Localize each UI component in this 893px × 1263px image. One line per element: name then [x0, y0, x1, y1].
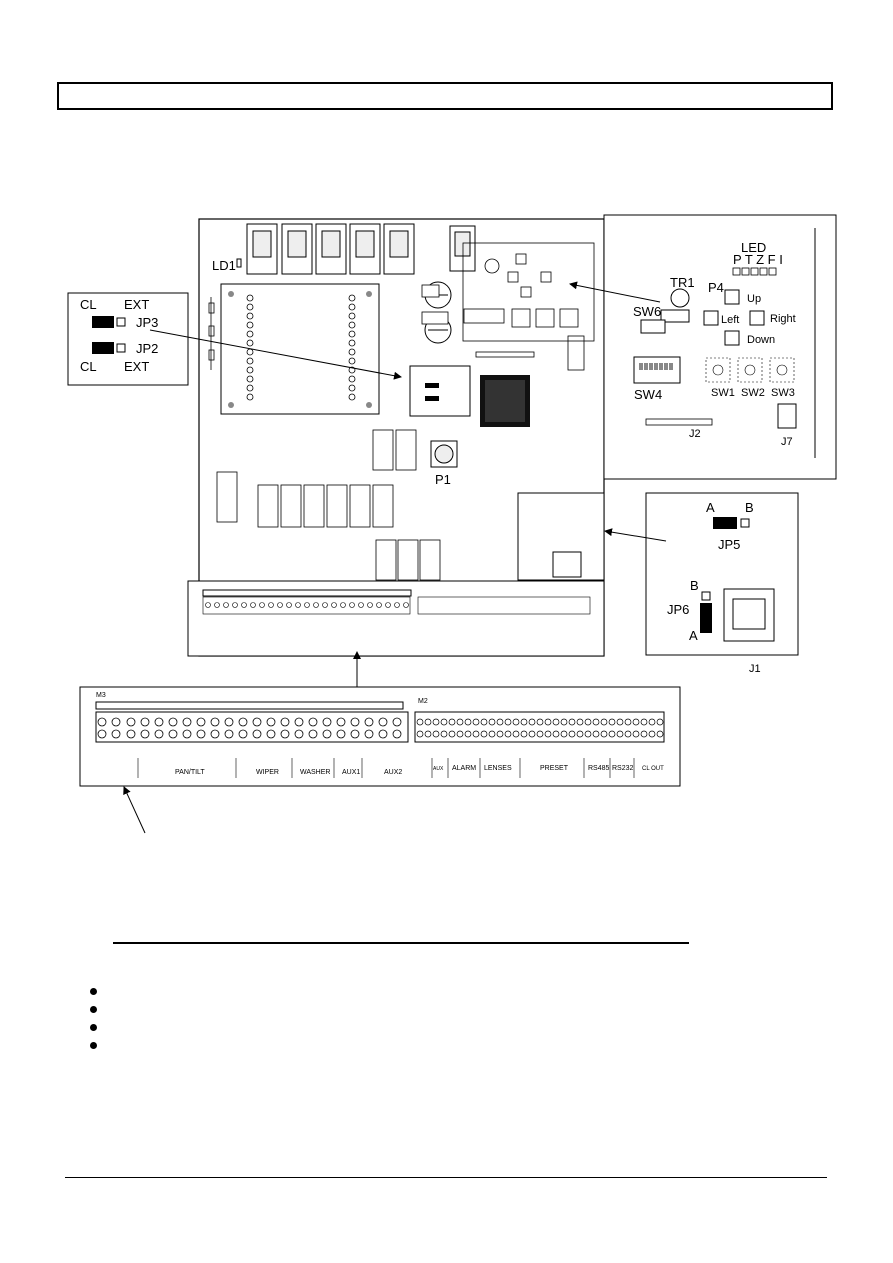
cl-label-bottom: CL [80, 359, 97, 374]
m3-group-washer: WASHER [300, 769, 330, 776]
footer-divider [65, 1177, 827, 1178]
ld1-label: LD1 [212, 258, 236, 273]
sw4-label: SW4 [634, 387, 662, 402]
m2-terminals [416, 718, 664, 738]
bullet-list [90, 988, 97, 1060]
m2-group-aux: AUX [433, 766, 444, 772]
m3-group-pan-tilt: PAN/TILT [175, 769, 205, 776]
sw6-label: SW6 [633, 304, 661, 319]
m3-group-aux2: AUX2 [384, 769, 402, 776]
sw2-label: SW2 [741, 387, 765, 399]
right-label: Right [770, 313, 796, 325]
jp-box [409, 365, 471, 417]
m2-group-lenses: LENSES [484, 765, 512, 772]
m2-group-rs232: RS232 [612, 765, 634, 772]
a-label-left: A [689, 628, 698, 643]
jp5-label: JP5 [718, 537, 740, 552]
controls-inset [603, 214, 837, 480]
bullet-item [90, 1006, 97, 1013]
jp2-label: JP2 [136, 341, 158, 356]
b-label-top: B [745, 500, 754, 515]
p1-label: P1 [435, 472, 451, 487]
sw1-label: SW1 [711, 387, 735, 399]
led-label: LED [741, 240, 766, 255]
daughter-board [220, 283, 380, 415]
bullet-item [90, 1024, 97, 1031]
j7-label: J7 [781, 436, 793, 448]
m3-group-wiper: WIPER [256, 769, 279, 776]
connector-pins-left [246, 294, 356, 401]
section-divider [113, 942, 689, 944]
up-label: Up [747, 293, 761, 305]
m3-group-aux1: AUX1 [342, 769, 360, 776]
ext-label-bottom: EXT [124, 359, 149, 374]
j2-label: J2 [689, 428, 701, 440]
jp6-label: JP6 [667, 602, 689, 617]
left-label: Left [721, 314, 739, 326]
bullet-item [90, 988, 97, 995]
tr1-label: TR1 [670, 275, 695, 290]
m2-label: M2 [418, 698, 428, 705]
jp-inset [67, 292, 189, 386]
page-title-box [57, 82, 833, 110]
down-label: Down [747, 334, 775, 346]
m2-group-preset: PRESET [540, 765, 569, 772]
p4-label: P4 [708, 280, 724, 295]
m2-group-alarm: ALARM [452, 765, 476, 772]
a-label-top: A [706, 500, 715, 515]
j1-label: J1 [749, 663, 761, 675]
m3-terminals [97, 717, 402, 739]
m3-label: M3 [96, 692, 106, 699]
sw3-label: SW3 [771, 387, 795, 399]
board-diagram: LD1 P1 [67, 214, 837, 834]
jp3-label: JP3 [136, 315, 158, 330]
m2-group-cl-out: CL OUT [642, 766, 664, 772]
ext-label-top: EXT [124, 297, 149, 312]
led-letters: P T Z F I [733, 252, 783, 267]
cl-label-top: CL [80, 297, 97, 312]
b-label-left: B [690, 578, 699, 593]
m2-group-rs485: RS485 [588, 765, 610, 772]
bullet-item [90, 1042, 97, 1049]
top-relays [246, 223, 476, 275]
